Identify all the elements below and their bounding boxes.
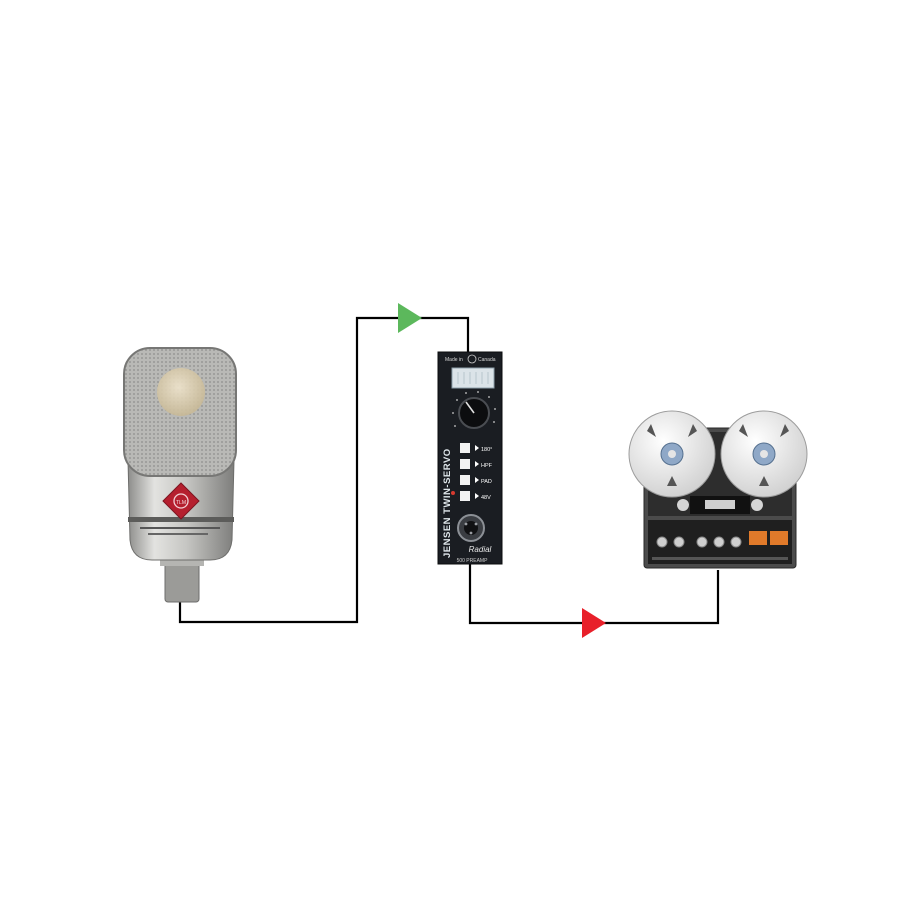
- switch-48v-label: 48V: [481, 495, 491, 501]
- xlr-combo-jack[interactable]: [457, 514, 485, 542]
- switch-hpf-label: HPF: [481, 463, 493, 469]
- switch-pad[interactable]: PAD: [460, 475, 492, 485]
- mic-connector: [164, 559, 200, 603]
- switch-180-label: 180°: [481, 447, 492, 453]
- switch-hpf[interactable]: HPF: [460, 459, 493, 469]
- preamp-to-deck-cable: [468, 560, 720, 625]
- reel-to-reel-icon: [628, 410, 808, 569]
- microphone: TLM: [123, 347, 237, 603]
- mic-badge-label: TLM: [176, 500, 186, 506]
- preamp-logo: Radial: [469, 545, 492, 554]
- preamp-brand-vertical: JENSEN TWIN-SERVO: [442, 448, 453, 558]
- switch-180[interactable]: 180°: [460, 443, 492, 453]
- switch-48v[interactable]: 48V: [460, 491, 491, 501]
- preamp-model: 500 PREAMP: [457, 558, 489, 564]
- left-reel: [628, 410, 716, 498]
- red-arrow-icon: [582, 608, 606, 638]
- preamp-module: Made in Canada 180° HPF PAD: [437, 351, 503, 565]
- preamp-meter: [451, 367, 495, 389]
- phantom-led: [451, 491, 455, 495]
- vu-meter-left: [749, 531, 767, 545]
- preamp-label-made-in: Made in: [445, 357, 463, 363]
- switch-pad-label: PAD: [481, 479, 492, 485]
- deck-knobs: [656, 536, 742, 548]
- green-arrow-icon: [398, 303, 422, 333]
- right-reel: [720, 410, 808, 498]
- mic-badge: TLM: [162, 482, 200, 520]
- mic-to-preamp-cable: [178, 316, 470, 624]
- mic-capsule: [157, 368, 205, 416]
- preamp-label-canada: Canada: [478, 357, 496, 363]
- vu-meter-right: [770, 531, 788, 545]
